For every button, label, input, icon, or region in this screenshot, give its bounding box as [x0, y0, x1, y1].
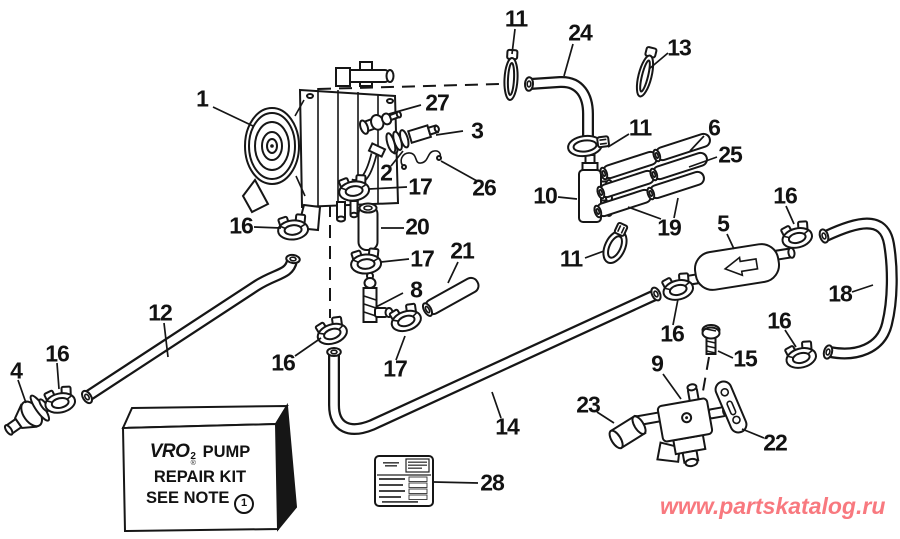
callout-21: 21: [450, 237, 475, 264]
callout-13: 13: [667, 34, 692, 61]
callout-3: 3: [471, 117, 484, 144]
callout-24: 24: [568, 19, 593, 46]
hose-clamp-16: [312, 313, 351, 349]
callout-25: 25: [718, 141, 743, 168]
callout-17: 17: [408, 173, 433, 200]
hose-14: [326, 286, 662, 435]
hose-clamp-16: [781, 338, 820, 372]
callout-12: 12: [148, 299, 173, 326]
callout-20: 20: [405, 213, 430, 240]
sensor-fitting-27: [359, 110, 402, 135]
hose-clamp-13: [632, 45, 660, 99]
short-hose-set: [593, 132, 711, 219]
callout-15: 15: [733, 345, 758, 372]
callout-11: 11: [628, 114, 652, 141]
kit-box-line1-rest: PUMP: [202, 443, 251, 461]
callout-18: 18: [828, 280, 853, 307]
callout-6: 6: [708, 114, 721, 141]
callout-28: 28: [480, 469, 505, 496]
leader-lines: [17, 28, 874, 484]
fuel-filter-5: [678, 243, 796, 291]
decal-label-28: [374, 455, 434, 507]
callout-16: 16: [660, 320, 685, 347]
callout-2: 2: [380, 159, 393, 186]
callout-10: 10: [533, 182, 558, 209]
hose-clamp-11: [597, 220, 636, 268]
callout-11: 11: [504, 5, 528, 32]
tee-fitting-8: [362, 271, 394, 323]
retainer-clip-26: [400, 150, 442, 170]
screw-15: [701, 324, 721, 355]
sleeve-tube-20: [357, 202, 379, 251]
brand-sup: 2: [190, 451, 196, 462]
hose-clamp-11: [565, 132, 612, 159]
callout-8: 8: [410, 276, 423, 303]
callout-5: 5: [717, 210, 730, 237]
hose-clamp-16: [777, 218, 816, 252]
note-1-circle: 1: [234, 493, 255, 514]
gasket-plate-22: [714, 380, 748, 434]
callout-14: 14: [495, 413, 520, 440]
brand-reg-mark: ®: [190, 460, 196, 467]
callout-17: 17: [410, 245, 435, 272]
hose-12: [81, 253, 301, 405]
callout-9: 9: [651, 350, 664, 377]
callout-22: 22: [763, 429, 788, 456]
hose-clamp-17: [349, 246, 383, 276]
callout-16: 16: [773, 182, 798, 209]
callout-11: 11: [559, 245, 583, 272]
connector-fitting-3: [385, 124, 440, 154]
callout-16: 16: [767, 307, 792, 334]
watermark-text: www.partskatalog.ru: [660, 493, 886, 519]
callout-19: 19: [657, 214, 682, 241]
callout-16: 16: [271, 349, 296, 376]
callout-16: 16: [229, 212, 254, 239]
brand-vro: VRO: [149, 441, 190, 462]
callout-17: 17: [383, 355, 408, 382]
hose-clamp-16: [41, 383, 78, 417]
hose-clamp-16: [275, 212, 310, 242]
hose-clamp-11: [502, 48, 521, 102]
callout-1: 1: [196, 85, 209, 112]
callout-16: 16: [45, 340, 70, 367]
fuel-valve-assembly-9: [632, 383, 731, 468]
cap-23: [608, 414, 647, 450]
callout-26: 26: [472, 174, 497, 201]
callout-4: 4: [10, 357, 23, 384]
hose-18: [818, 217, 898, 360]
kit-box-line2: REPAIR KIT: [153, 468, 247, 486]
kit-box-line3: SEE NOTE 1: [130, 488, 270, 514]
tube-21: [421, 276, 480, 317]
callout-23: 23: [576, 391, 601, 418]
callout-27: 27: [425, 89, 450, 116]
hose-clamp-17: [386, 300, 425, 336]
